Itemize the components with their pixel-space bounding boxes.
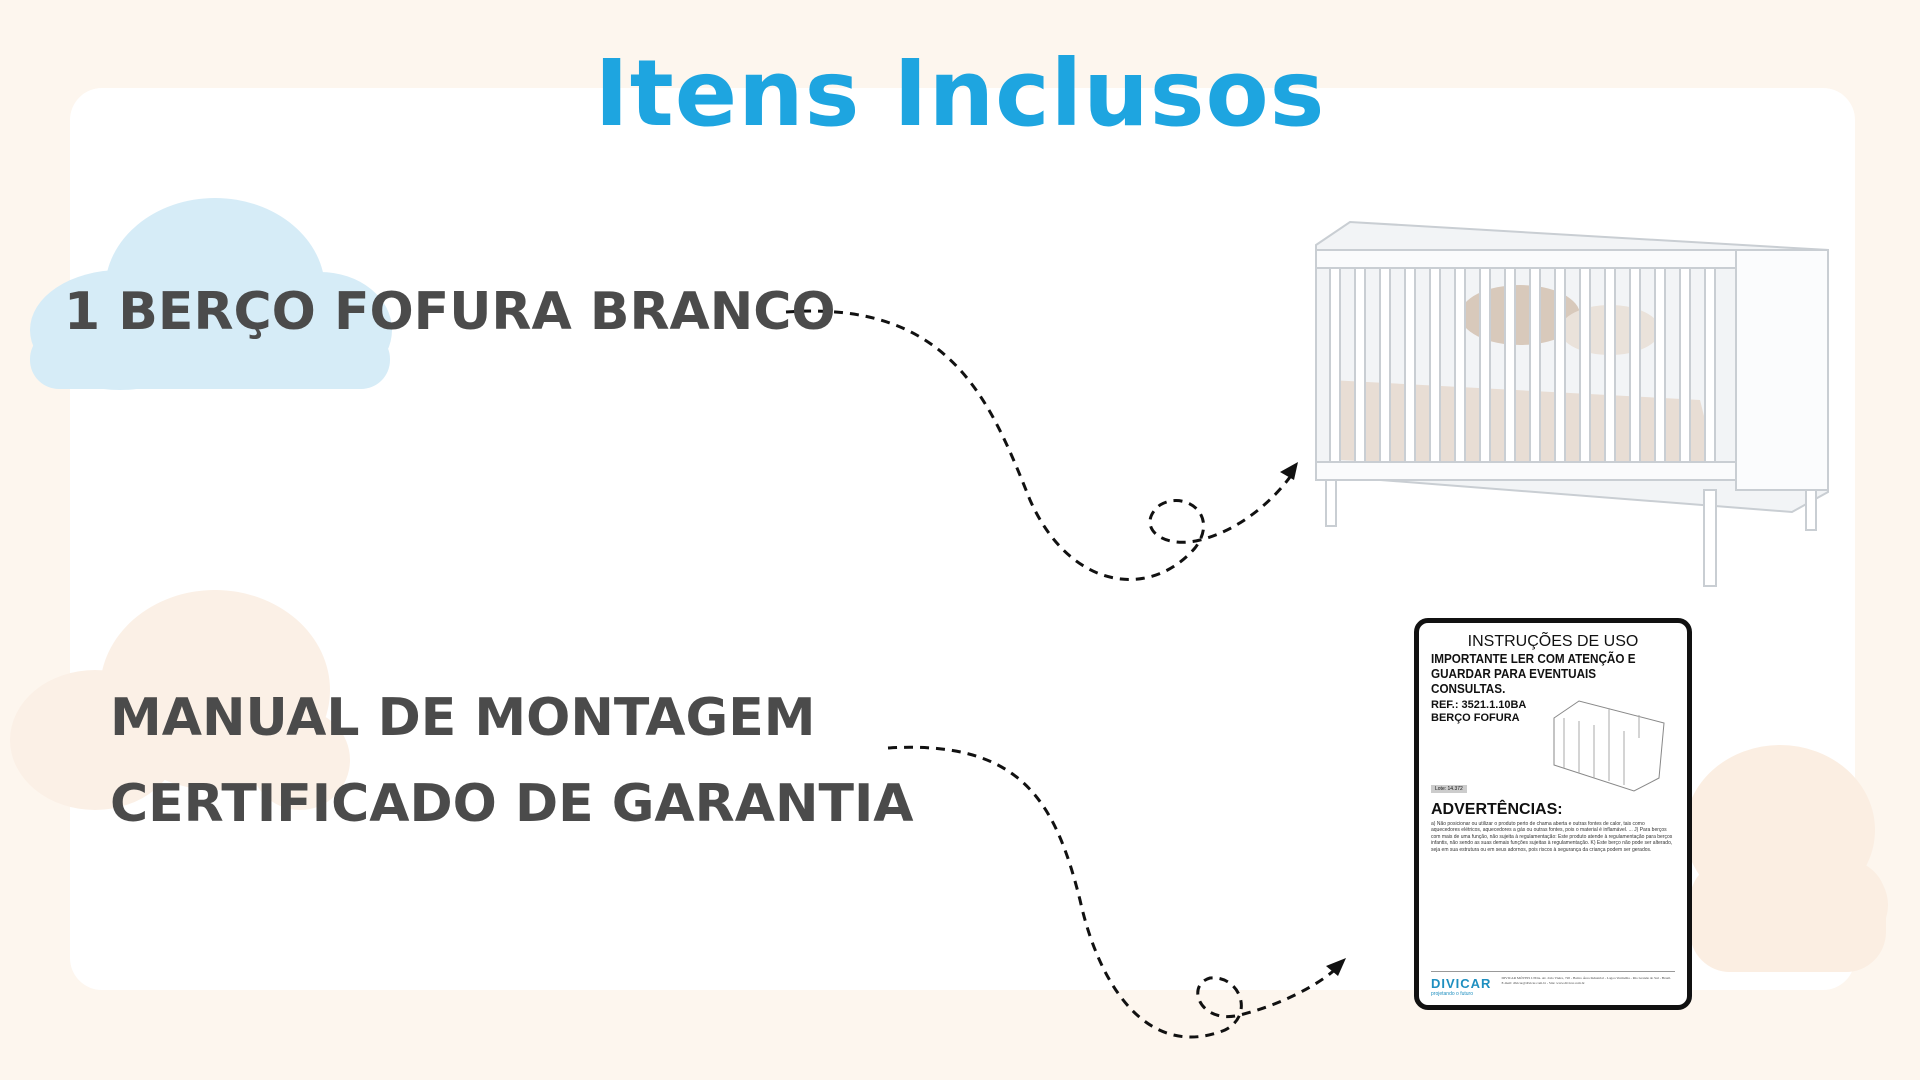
- dashed-arrow-1: [785, 309, 1297, 581]
- arrowhead-1: [1280, 462, 1298, 480]
- cloud-peach-left: [10, 590, 350, 810]
- item-manual-label: MANUAL DE MONTAGEM: [110, 688, 816, 748]
- manual-lote: Lote: 14.372: [1431, 785, 1467, 793]
- manual-warnings: a) Não posicionar ou utilizar o produto …: [1431, 821, 1673, 853]
- crib-image: [1315, 220, 1829, 587]
- cloud-peach-right: [1685, 745, 1888, 972]
- cloud-blue: [30, 198, 392, 390]
- manual-product: BERÇO FOFURA: [1431, 712, 1520, 724]
- item-crib-label: 1 BERÇO FOFURA BRANCO: [64, 282, 836, 342]
- manual-important: IMPORTANTE LER COM ATENÇÃO E GUARDAR PAR…: [1431, 651, 1636, 696]
- manual-crib-drawing: [1553, 700, 1665, 792]
- arrowhead-2: [1326, 958, 1346, 976]
- dashed-arrow-2: [887, 745, 1342, 1039]
- item-certificate-label: CERTIFICADO DE GARANTIA: [110, 774, 914, 834]
- manual-image: INSTRUÇÕES DE USO IMPORTANTE LER COM ATE…: [1414, 618, 1692, 1010]
- manual-heading: INSTRUÇÕES DE USO: [1467, 633, 1639, 650]
- manual-brand-logo: DIVICAR: [1431, 976, 1492, 991]
- manual-warnings-title: ADVERTÊNCIAS:: [1431, 801, 1563, 818]
- manual-address: DIVICAR MÓVEIS LTDA. Av. João Vieira, 72…: [1501, 976, 1671, 985]
- page-title: Itens Inclusos: [594, 40, 1326, 147]
- manual-footer: DIVICAR projetando o futuro DIVICAR MÓVE…: [1431, 971, 1675, 997]
- manual-tagline: projetando o futuro: [1431, 991, 1473, 997]
- manual-ref: REF.: 3521.1.10BA: [1431, 699, 1527, 711]
